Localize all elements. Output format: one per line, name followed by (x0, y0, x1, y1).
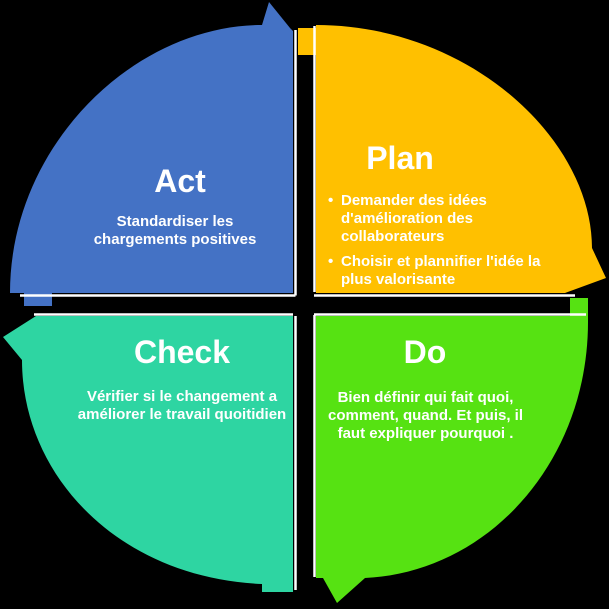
inner-borders (20, 26, 586, 590)
do-description: Bien définir qui fait quoi, comment, qua… (327, 389, 523, 442)
plan-title: Plan (366, 140, 434, 176)
plan-bullet-item: Demander des idées d'amélioration des co… (328, 192, 548, 246)
check-quadrant-shape (3, 316, 293, 592)
plan-bullet-item: Choisir et plannifier l'idée la plus val… (328, 253, 548, 289)
check-title: Check (133, 334, 231, 370)
act-description: Standardiser les chargements positives (93, 213, 257, 248)
plan-bullet-list: Demander des idées d'amélioration des co… (328, 192, 548, 296)
act-title: Act (154, 163, 206, 199)
do-quadrant-shape (316, 298, 588, 603)
check-description: Vérifier si le changement a améliorer le… (77, 388, 287, 423)
act-quadrant-shape (10, 2, 293, 306)
do-title: Do (403, 334, 447, 370)
